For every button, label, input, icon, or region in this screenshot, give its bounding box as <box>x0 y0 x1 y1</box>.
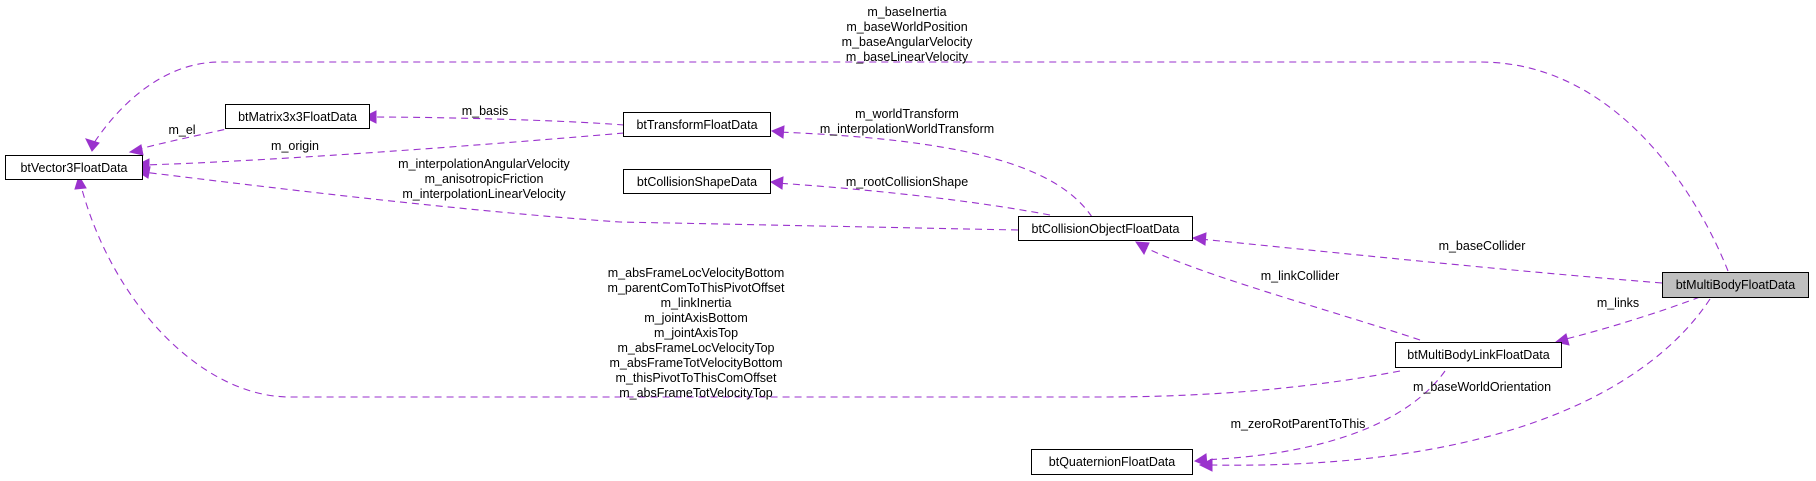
edge-collision-object-to-transform <box>777 131 1093 218</box>
node-bt-collision-shape-data[interactable]: btCollisionShapeData <box>623 169 771 194</box>
edge-transform-to-matrix <box>369 116 625 126</box>
edge-multibody-to-link <box>1561 296 1701 341</box>
edge-label-multibody-to-collision-object: m_baseCollider <box>1438 239 1526 253</box>
edge-collision-object-to-vector3 <box>142 171 1019 231</box>
arrowhead <box>85 138 100 152</box>
edge-multibody-to-collision-object <box>1199 238 1663 284</box>
edge-label-multibody-to-link: m_links <box>1596 296 1640 310</box>
arrowhead <box>128 144 144 156</box>
node-bt-quaternion-float-data[interactable]: btQuaternionFloatData <box>1031 449 1193 475</box>
node-bt-multibody-float-data: btMultiBodyFloatData <box>1662 272 1809 298</box>
arrowhead <box>74 174 87 190</box>
edge-link-to-vector3 <box>79 181 1401 398</box>
arrowhead <box>1193 453 1208 467</box>
edge-label-collision-object-to-shape: m_rootCollisionShape <box>845 175 969 189</box>
edge-link-to-collision-object <box>1141 245 1421 341</box>
node-bt-multibody-link-float-data[interactable]: btMultiBodyLinkFloatData <box>1395 342 1562 368</box>
edge-label-transform-to-vector3: m_origin <box>271 139 319 153</box>
edge-label-multibody-to-quaternion: m_baseWorldOrientation <box>1412 380 1552 394</box>
edge-transform-to-vector3 <box>142 132 625 166</box>
node-bt-vector3-float-data[interactable]: btVector3FloatData <box>5 155 143 180</box>
edge-label-multibody-to-vector3: m_baseInertia m_baseWorldPosition m_base… <box>841 5 973 64</box>
arrowhead <box>769 176 784 190</box>
arrowhead <box>362 110 377 124</box>
node-bt-transform-float-data[interactable]: btTransformFloatData <box>623 112 771 137</box>
node-bt-matrix3x3-float-data[interactable]: btMatrix3x3FloatData <box>225 104 370 129</box>
node-bt-collision-object-float-data[interactable]: btCollisionObjectFloatData <box>1018 216 1193 241</box>
arrowhead <box>1135 241 1150 256</box>
arrowhead <box>770 125 785 139</box>
edge-label-collision-object-to-vector3: m_interpolationAngularVelocity m_anisotr… <box>398 157 570 201</box>
edge-label-link-to-collision-object: m_linkCollider <box>1260 269 1340 283</box>
edge-link-to-quaternion <box>1199 370 1446 461</box>
edge-multibody-to-vector3 <box>91 61 1729 272</box>
edge-label-link-to-vector3: m_absFrameLocVelocityBottom m_parentComT… <box>607 266 785 400</box>
arrowhead <box>1191 232 1207 246</box>
edge-label-collision-object-to-transform: m_worldTransform m_interpolationWorldTra… <box>819 107 995 136</box>
edge-collision-object-to-shape <box>776 182 1051 216</box>
edge-matrix-to-vector3 <box>135 126 237 151</box>
edge-label-matrix-to-vector3: m_el <box>168 123 196 137</box>
edge-label-transform-to-matrix: m_basis <box>461 104 509 118</box>
edge-label-link-to-quaternion: m_zeroRotParentToThis <box>1230 417 1366 431</box>
edge-multibody-to-quaternion <box>1209 298 1711 466</box>
